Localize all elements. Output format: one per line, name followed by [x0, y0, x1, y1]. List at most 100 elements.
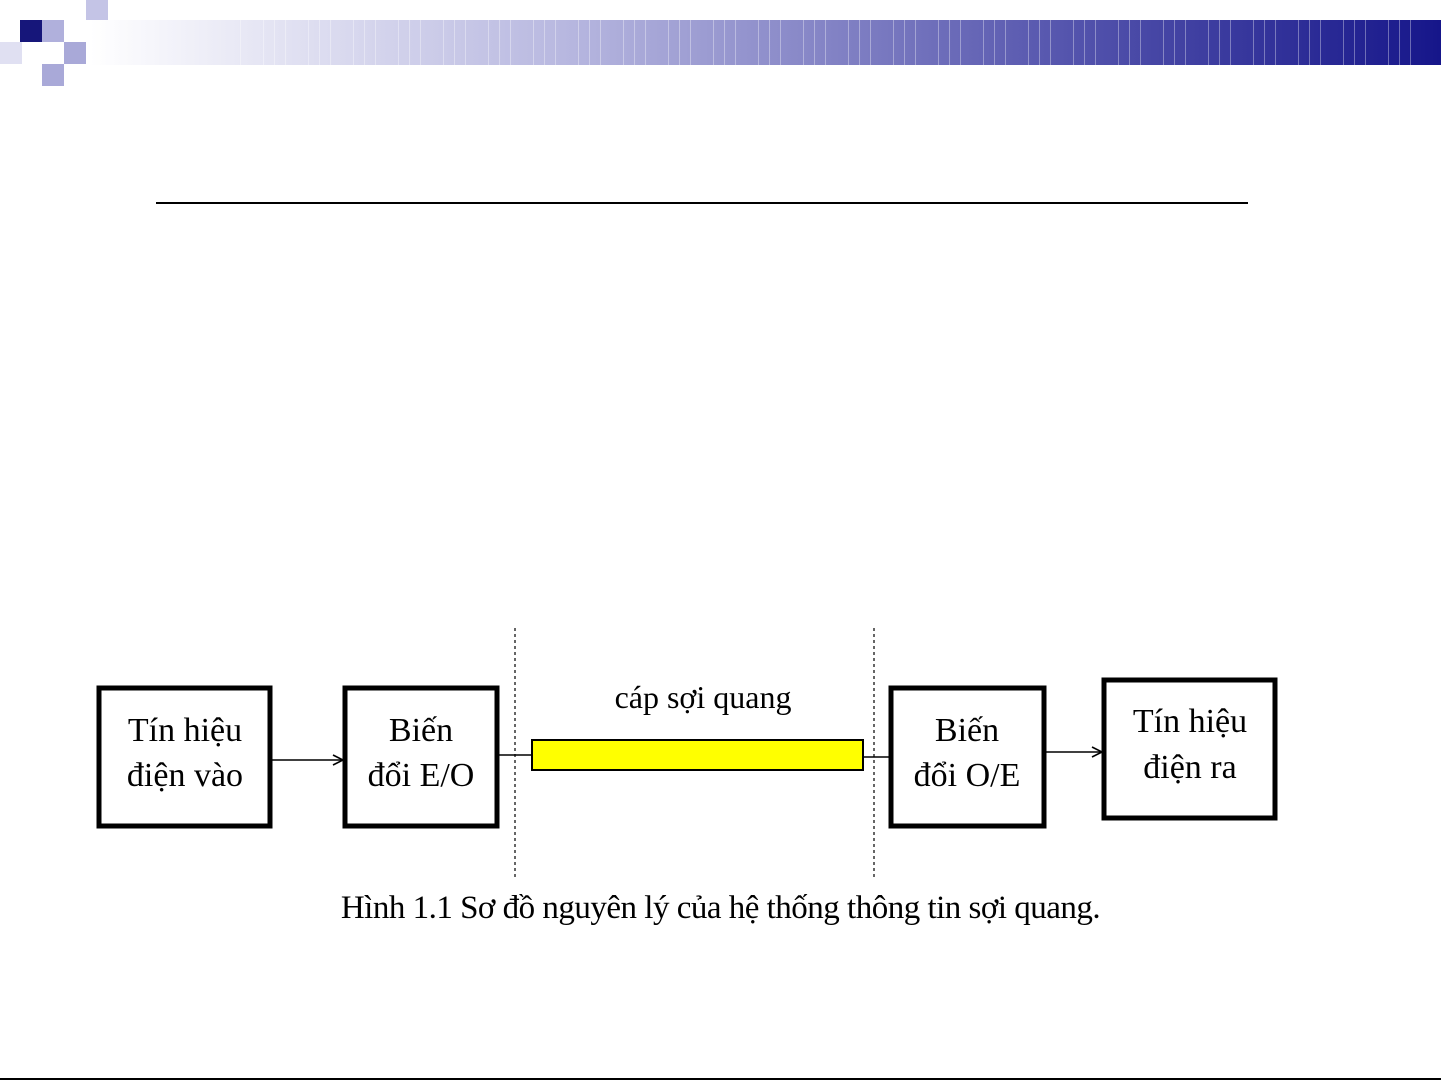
header-square-light [64, 42, 86, 64]
header-stripe [589, 20, 590, 65]
header-stripe [645, 20, 646, 65]
header-stripe [1185, 20, 1186, 65]
header-stripe [600, 20, 601, 65]
header-stripe [1410, 20, 1411, 65]
header-stripe [1084, 20, 1085, 65]
input-box-line1: Tín hiệu [128, 712, 242, 749]
header-stripe [1298, 20, 1299, 65]
header-stripe [758, 20, 759, 65]
header-square-light [42, 20, 64, 42]
header-stripe [1343, 20, 1344, 65]
header-stripe [533, 20, 534, 65]
header-stripe [465, 20, 466, 65]
header-stripe [274, 20, 275, 65]
header-stripe [1399, 20, 1400, 65]
header-square-light [0, 42, 22, 64]
header-stripe [1050, 20, 1051, 65]
header-stripe [1275, 20, 1276, 65]
header-stripe [1388, 20, 1389, 65]
header-stripe [1028, 20, 1029, 65]
header-stripe [1095, 20, 1096, 65]
header-stripe [915, 20, 916, 65]
header-square-light [42, 64, 64, 86]
header-stripe [769, 20, 770, 65]
header-stripe [870, 20, 871, 65]
header-stripe [1253, 20, 1254, 65]
header-stripe [814, 20, 815, 65]
header-stripe [319, 20, 320, 65]
header-stripe [285, 20, 286, 65]
header-stripe [1219, 20, 1220, 65]
header-stripe [1320, 20, 1321, 65]
header-stripe [330, 20, 331, 65]
cable-label: cáp sợi quang [615, 679, 792, 715]
header-stripe [724, 20, 725, 65]
oe-box-line2: đổi O/E [914, 757, 1021, 794]
header-stripe [1005, 20, 1006, 65]
output-box-line1: Tín hiệu [1133, 703, 1247, 740]
bottom-border-line [0, 1078, 1441, 1080]
title-underline [156, 202, 1248, 204]
header-square-light [86, 0, 108, 20]
header-stripe [938, 20, 939, 65]
header-stripe [668, 20, 669, 65]
header-stripe [488, 20, 489, 65]
header-stripe [409, 20, 410, 65]
header-stripe [1039, 20, 1040, 65]
header-stripe [1140, 20, 1141, 65]
header-stripe [578, 20, 579, 65]
header-square-dark [20, 20, 42, 42]
input-box-line2: điện vào [127, 757, 243, 794]
header-stripe [825, 20, 826, 65]
header-stripe [803, 20, 804, 65]
header-stripe [893, 20, 894, 65]
header-stripe [353, 20, 354, 65]
header-stripe [308, 20, 309, 65]
header-stripe [544, 20, 545, 65]
header-stripe [713, 20, 714, 65]
header-stripe [1230, 20, 1231, 65]
fiber-cable [532, 740, 863, 770]
eo-box-line2: đổi E/O [368, 757, 475, 794]
header-stripe [623, 20, 624, 65]
header-stripe [690, 20, 691, 65]
header-stripe [1163, 20, 1164, 65]
header-stripe [780, 20, 781, 65]
header-stripe [454, 20, 455, 65]
header-stripe [375, 20, 376, 65]
header-stripe [1174, 20, 1175, 65]
oe-box-line1: Biến [935, 712, 999, 749]
header-stripe [679, 20, 680, 65]
header-stripe [983, 20, 984, 65]
header-stripe [1354, 20, 1355, 65]
header-stripe [240, 20, 241, 65]
header-stripe [735, 20, 736, 65]
header-stripe [499, 20, 500, 65]
header-stripe [1208, 20, 1209, 65]
header-stripe [1129, 20, 1130, 65]
header-stripe [1073, 20, 1074, 65]
header-stripe [960, 20, 961, 65]
header-stripe [1365, 20, 1366, 65]
header-stripe [859, 20, 860, 65]
header-gradient-bar [90, 20, 1441, 65]
header-stripe [263, 20, 264, 65]
header-stripe [398, 20, 399, 65]
fiber-optic-system-diagram: Tín hiệu điện vào Biến đổi E/O cáp sợi q… [0, 600, 1441, 900]
header-stripe [949, 20, 950, 65]
header-stripe [420, 20, 421, 65]
output-box-line2: điện ra [1143, 749, 1236, 786]
header-stripe [1264, 20, 1265, 65]
header-stripe [994, 20, 995, 65]
eo-box-line1: Biến [389, 712, 453, 749]
header-stripe [634, 20, 635, 65]
header-stripe [848, 20, 849, 65]
figure-caption: Hình 1.1 Sơ đồ nguyên lý của hệ thống th… [0, 890, 1441, 927]
header-stripe [555, 20, 556, 65]
header-stripe [904, 20, 905, 65]
header-stripe [1309, 20, 1310, 65]
header-stripe [364, 20, 365, 65]
header-decoration [0, 0, 1441, 90]
header-stripe [1118, 20, 1119, 65]
header-stripe [510, 20, 511, 65]
